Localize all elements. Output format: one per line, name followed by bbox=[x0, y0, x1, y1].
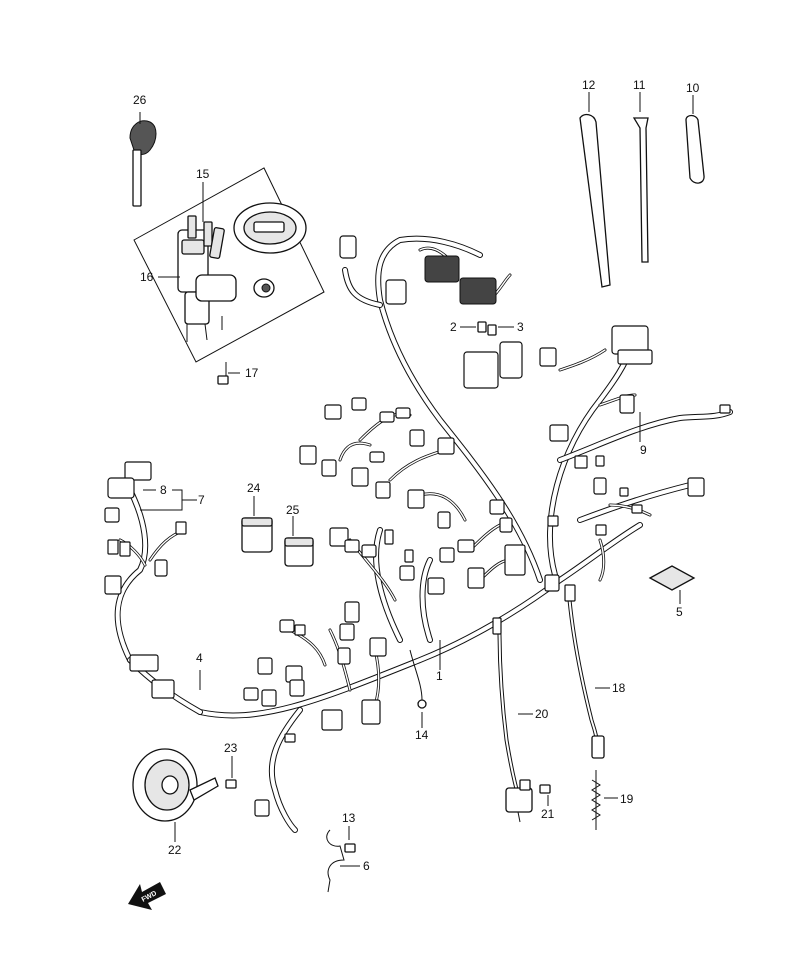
label-15: 15 bbox=[196, 167, 210, 181]
label-26: 26 bbox=[133, 93, 147, 107]
label-22: 22 bbox=[168, 843, 182, 857]
fuses bbox=[477, 321, 497, 336]
harness-connectors bbox=[104, 235, 731, 817]
ignition-key bbox=[129, 120, 157, 207]
label-24: 24 bbox=[247, 481, 261, 495]
label-14: 14 bbox=[415, 728, 429, 742]
label-25: 25 bbox=[286, 503, 300, 517]
cushion-pad bbox=[648, 565, 696, 591]
label-20: 20 bbox=[535, 707, 549, 721]
label-23: 23 bbox=[224, 741, 238, 755]
label-5: 5 bbox=[676, 605, 683, 619]
label-21: 21 bbox=[541, 807, 555, 821]
label-17: 17 bbox=[245, 366, 259, 380]
side-stand-switch bbox=[505, 779, 551, 823]
label-7: 7 bbox=[198, 493, 205, 507]
label-16: 16 bbox=[140, 270, 154, 284]
label-11: 11 bbox=[633, 78, 646, 92]
ignition-switch-set bbox=[133, 167, 325, 385]
part-labels: 26 15 16 17 12 11 10 2 3 8 7 9 24 25 5 4… bbox=[133, 78, 700, 873]
label-10: 10 bbox=[686, 81, 700, 95]
label-9: 9 bbox=[640, 443, 647, 457]
label-13: 13 bbox=[342, 811, 356, 825]
fwd-arrow: FWD bbox=[128, 882, 166, 910]
cable-ties bbox=[579, 113, 705, 288]
label-8: 8 bbox=[160, 483, 167, 497]
label-19: 19 bbox=[620, 792, 634, 806]
label-4: 4 bbox=[196, 651, 203, 665]
label-12: 12 bbox=[582, 78, 596, 92]
label-1: 1 bbox=[436, 669, 443, 683]
label-2: 2 bbox=[450, 320, 457, 334]
label-3: 3 bbox=[517, 320, 524, 334]
relays bbox=[241, 517, 314, 567]
label-18: 18 bbox=[612, 681, 626, 695]
lead-wires bbox=[409, 599, 602, 801]
label-6: 6 bbox=[363, 859, 370, 873]
bracket bbox=[326, 829, 356, 893]
leader-lines bbox=[139, 92, 694, 867]
rear-brake-switch bbox=[591, 735, 605, 830]
horn bbox=[132, 748, 237, 822]
